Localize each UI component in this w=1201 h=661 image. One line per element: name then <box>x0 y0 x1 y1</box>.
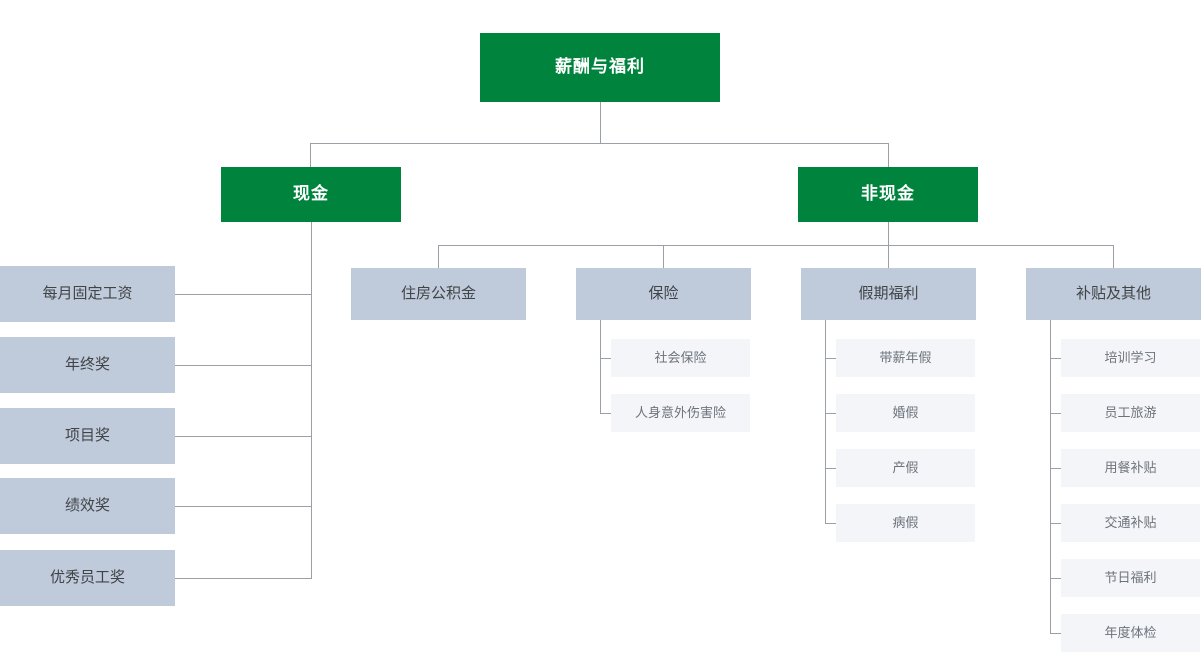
node-employee-travel[interactable]: 员工旅游 <box>1061 394 1200 432</box>
connector-level2-bus <box>438 245 1114 246</box>
connector-subsidy-child-2 <box>1050 413 1062 414</box>
connector-to-noncash <box>888 143 889 168</box>
node-training-and-learning[interactable]: 培训学习 <box>1061 339 1200 377</box>
node-root-compensation-and-benefits[interactable]: 薪酬与福利 <box>480 33 720 102</box>
connector-to-insurance <box>663 245 664 268</box>
node-year-end-bonus[interactable]: 年终奖 <box>0 337 175 393</box>
node-non-cash[interactable]: 非现金 <box>798 167 978 222</box>
connector-to-holiday <box>888 245 889 268</box>
connector-subsidy-child-5 <box>1050 578 1062 579</box>
connector-cash-child-4 <box>175 506 312 507</box>
node-social-insurance[interactable]: 社会保险 <box>611 339 750 377</box>
node-meal-allowance[interactable]: 用餐补贴 <box>1061 449 1200 487</box>
connector-to-housing <box>438 245 439 268</box>
connector-level1-bus <box>310 143 889 144</box>
connector-holiday-child-4 <box>825 523 837 524</box>
node-marriage-leave[interactable]: 婚假 <box>836 394 975 432</box>
node-annual-health-checkup[interactable]: 年度体检 <box>1061 614 1200 652</box>
node-cash[interactable]: 现金 <box>221 167 401 222</box>
connector-holiday-child-3 <box>825 468 837 469</box>
connector-insurance-child-1 <box>600 358 612 359</box>
connector-cash-child-2 <box>175 365 312 366</box>
node-holiday-welfare[interactable]: 节日福利 <box>1061 559 1200 597</box>
connector-insurance-spine <box>600 320 601 414</box>
connector-noncash-stem <box>888 221 889 245</box>
node-performance-bonus[interactable]: 绩效奖 <box>0 478 175 534</box>
connector-to-subsidy <box>1113 245 1114 268</box>
connector-cash-child-1 <box>175 294 312 295</box>
connector-insurance-child-2 <box>600 413 612 414</box>
node-subsidies-and-others[interactable]: 补贴及其他 <box>1026 268 1201 320</box>
node-holiday-benefits[interactable]: 假期福利 <box>801 268 976 320</box>
node-outstanding-employee-award[interactable]: 优秀员工奖 <box>0 550 175 606</box>
node-sick-leave[interactable]: 病假 <box>836 504 975 542</box>
node-maternity-leave[interactable]: 产假 <box>836 449 975 487</box>
node-project-bonus[interactable]: 项目奖 <box>0 408 175 464</box>
node-personal-accident-insurance[interactable]: 人身意外伤害险 <box>611 394 750 432</box>
connector-subsidy-child-6 <box>1050 633 1062 634</box>
node-housing-fund[interactable]: 住房公积金 <box>351 268 526 320</box>
node-paid-annual-leave[interactable]: 带薪年假 <box>836 339 975 377</box>
connector-cash-spine <box>311 221 312 578</box>
node-insurance[interactable]: 保险 <box>576 268 751 320</box>
connector-subsidy-child-1 <box>1050 358 1062 359</box>
connector-cash-child-3 <box>175 436 312 437</box>
connector-subsidy-spine <box>1050 320 1051 633</box>
connector-subsidy-child-4 <box>1050 523 1062 524</box>
connector-subsidy-child-3 <box>1050 468 1062 469</box>
connector-cash-child-5 <box>175 578 312 579</box>
node-monthly-fixed-salary[interactable]: 每月固定工资 <box>0 266 175 322</box>
node-transport-allowance[interactable]: 交通补贴 <box>1061 504 1200 542</box>
connector-root-stem <box>600 102 601 144</box>
connector-holiday-child-1 <box>825 358 837 359</box>
connector-holiday-spine <box>825 320 826 523</box>
connector-to-cash <box>310 143 311 168</box>
connector-holiday-child-2 <box>825 413 837 414</box>
